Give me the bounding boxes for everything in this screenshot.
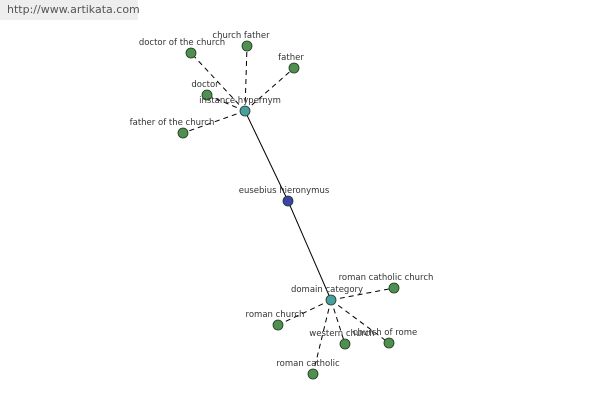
leaf-father-node[interactable] xyxy=(288,62,300,74)
edge-hub-domain-category-to-leaf-church-of-rome xyxy=(330,299,390,344)
leaf-roman-church-label: roman church xyxy=(246,310,305,320)
leaf-father-label: father xyxy=(278,53,304,63)
edge-center-to-hub-domain-category xyxy=(287,200,332,301)
leaf-roman-church-node[interactable] xyxy=(272,319,284,331)
leaf-doctor-label: doctor xyxy=(191,80,219,90)
leaf-roman-catholic-node[interactable] xyxy=(307,368,319,380)
edge-hub-instance-hypernym-to-leaf-church-father xyxy=(244,45,248,112)
leaf-roman-catholic-church-node[interactable] xyxy=(388,282,400,294)
hub-domain-category-label: domain category xyxy=(291,285,363,295)
edge-hub-domain-category-to-leaf-roman-catholic-church xyxy=(330,287,395,301)
hub-instance-hypernym-node[interactable] xyxy=(239,105,251,117)
center-node-eusebius-hieronymus[interactable] xyxy=(282,195,294,207)
center-node-label: eusebius hieronymus xyxy=(239,186,330,196)
edge-hub-domain-category-to-leaf-western-church xyxy=(330,299,346,345)
leaf-roman-catholic-church-label: roman catholic church xyxy=(339,273,434,283)
edge-hub-instance-hypernym-to-leaf-doctor xyxy=(206,94,246,112)
watermark-url: http://www.artikata.com xyxy=(0,0,140,20)
leaf-western-church-label: western church xyxy=(309,329,374,339)
leaf-church-father-node[interactable] xyxy=(241,40,253,52)
hub-instance-hypernym-label: instance hypernym xyxy=(199,96,281,106)
edge-hub-domain-category-to-leaf-roman-catholic xyxy=(312,299,332,375)
edge-hub-instance-hypernym-to-leaf-father-of-the-church xyxy=(182,110,246,134)
graph-nodes xyxy=(177,40,400,380)
leaf-doctor-node[interactable] xyxy=(201,89,213,101)
leaf-western-church-node[interactable] xyxy=(339,338,351,350)
graph-edges xyxy=(182,45,395,375)
leaf-church-of-rome-label: church of rome xyxy=(353,328,417,338)
edge-hub-domain-category-to-leaf-roman-church xyxy=(277,299,332,326)
edge-center-to-hub-instance-hypernym xyxy=(244,110,289,202)
leaf-father-of-the-church-node[interactable] xyxy=(177,127,189,139)
leaf-roman-catholic-label: roman catholic xyxy=(276,359,340,369)
leaf-doctor-of-the-church-node[interactable] xyxy=(185,47,197,59)
leaf-father-of-the-church-label: father of the church xyxy=(130,118,215,128)
leaf-church-father-label: church father xyxy=(212,31,270,41)
leaf-church-of-rome-node[interactable] xyxy=(383,337,395,349)
hub-domain-category-node[interactable] xyxy=(325,294,337,306)
edge-hub-instance-hypernym-to-leaf-doctor-of-the-church xyxy=(190,52,246,112)
edge-hub-instance-hypernym-to-leaf-father xyxy=(244,67,295,112)
leaf-doctor-of-the-church-label: doctor of the church xyxy=(139,38,225,48)
